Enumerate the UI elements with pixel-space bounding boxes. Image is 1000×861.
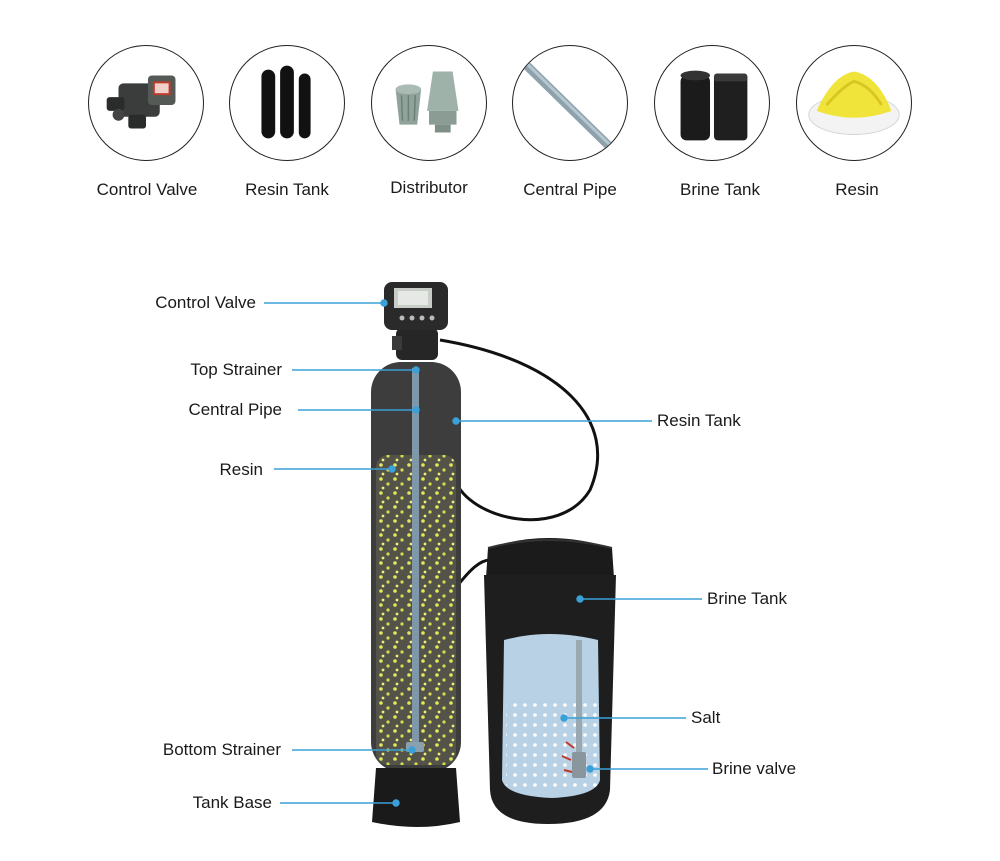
component-label-resin: Resin — [835, 180, 879, 199]
callout-brine-tank: Brine Tank — [707, 589, 788, 608]
central-pipe — [412, 368, 419, 750]
component-label-brine-tank: Brine Tank — [679, 180, 760, 199]
brine-hose — [439, 338, 600, 522]
callout-control-valve: Control Valve — [155, 293, 256, 312]
component-label-resin-tank: Resin Tank — [245, 180, 329, 199]
callout-resin-tank: Resin Tank — [657, 411, 741, 430]
callout-top-strainer: Top Strainer — [190, 360, 282, 379]
brine-valve — [576, 640, 582, 770]
component-label-central-pipe: Central Pipe — [523, 180, 617, 199]
component-label-control-valve: Control Valve — [96, 180, 198, 199]
callout-resin: Resin — [219, 460, 263, 479]
brine-tank-lid — [486, 538, 614, 578]
callout-brine-valve: Brine valve — [712, 759, 797, 778]
central-pipe-icon — [512, 45, 628, 161]
callout-bottom-strainer: Bottom Strainer — [162, 740, 281, 759]
component-label-distributor: Distributor — [390, 178, 468, 197]
callout-tank-base: Tank Base — [192, 793, 272, 812]
tank-base — [372, 768, 460, 827]
control-valve-icon — [88, 45, 204, 161]
resin-tank-icon — [229, 45, 345, 161]
brine-tank-icon — [654, 45, 770, 161]
resin-icon — [796, 45, 912, 161]
distributor-icon — [371, 45, 487, 161]
callout-central-pipe: Central Pipe — [188, 400, 282, 419]
callout-salt: Salt — [691, 708, 721, 727]
